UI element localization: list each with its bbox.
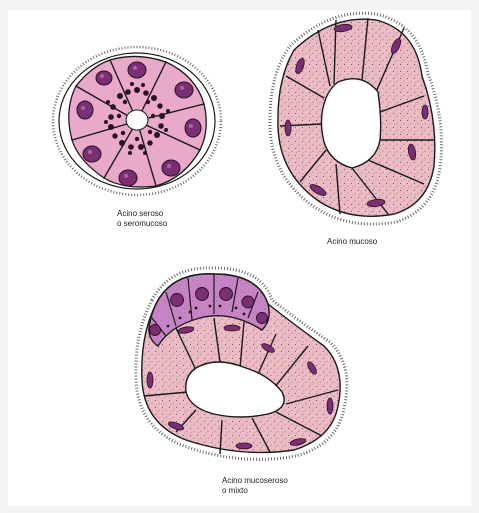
mucous-acinus-caption: Acino mucoso [327, 237, 377, 247]
mixed-caption-line2: o mixto [222, 486, 288, 496]
mixed-acinus [136, 268, 347, 459]
mucous-acinus [270, 13, 442, 224]
mucous-lumen [321, 79, 380, 168]
serous-acinus-caption: Acino seroso o seromucoso [117, 209, 167, 229]
serous-acinus [53, 47, 221, 195]
serous-caption-line2: o seromucoso [117, 219, 167, 229]
mixed-acinus-caption: Acino mucoseroso o mixto [222, 476, 288, 496]
serous-lumen [126, 110, 148, 130]
mixed-caption-line1: Acino mucoseroso [222, 476, 288, 486]
mucous-caption: Acino mucoso [327, 237, 377, 247]
serous-caption-line1: Acino seroso [117, 209, 167, 219]
